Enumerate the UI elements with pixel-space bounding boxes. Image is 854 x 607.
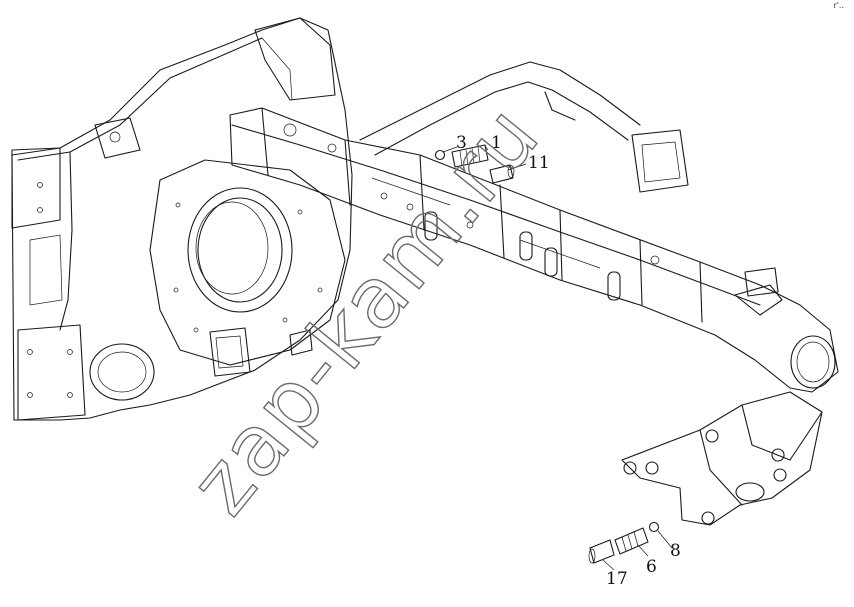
- callout-11: 11: [528, 153, 550, 173]
- corner-mark: r'..: [833, 1, 844, 10]
- sensor-assembly-top: [434, 144, 515, 184]
- callout-17: 17: [606, 569, 628, 589]
- callout-1: 1: [491, 133, 502, 153]
- sensor-part-1: [451, 144, 489, 168]
- o-ring-part-3: [434, 149, 446, 161]
- bushing-part-11: [489, 164, 514, 184]
- watermark-text: zap-kam.ru: [171, 87, 558, 533]
- sensor-part-6: [614, 527, 649, 555]
- sensor-assembly-bottom: [588, 521, 660, 564]
- bushing-part-17: [589, 539, 615, 564]
- callout-3: 3: [456, 133, 467, 153]
- mounting-bracket: [621, 391, 823, 526]
- air-pipe: [359, 61, 689, 193]
- bell-housing: [11, 17, 353, 421]
- callout-6: 6: [646, 557, 657, 577]
- leader-lines: [442, 145, 673, 571]
- washer-part-8: [648, 521, 660, 533]
- callout-8: 8: [670, 541, 681, 561]
- frame-beam: [229, 107, 839, 393]
